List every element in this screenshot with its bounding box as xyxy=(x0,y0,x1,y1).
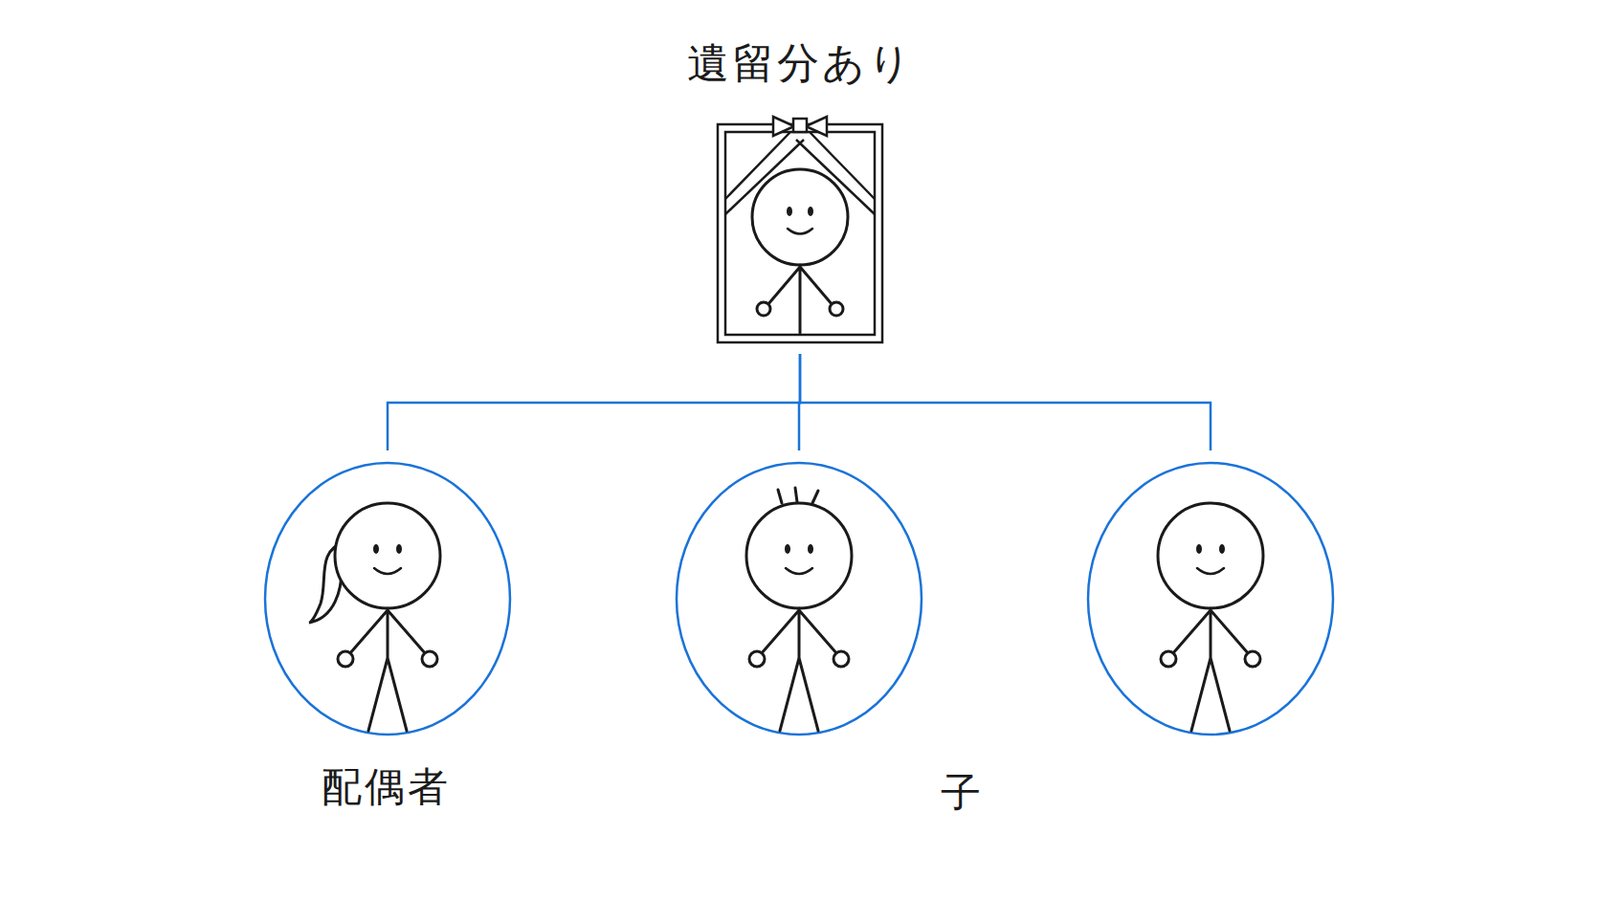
deceased-portrait: 遺留分あり xyxy=(669,28,931,343)
bow xyxy=(773,116,827,136)
stick-figure xyxy=(309,503,441,732)
hand xyxy=(422,651,438,667)
stick-figure xyxy=(746,488,852,732)
hand xyxy=(756,302,771,316)
hand xyxy=(337,651,354,667)
eye xyxy=(784,544,791,555)
eye xyxy=(396,544,402,555)
head xyxy=(746,503,852,609)
body xyxy=(1172,608,1249,732)
heir-label: 子 xyxy=(940,769,984,818)
heir-outline xyxy=(265,463,511,735)
heir-circle: 子 xyxy=(676,463,922,735)
smile xyxy=(787,228,813,235)
frame-outer xyxy=(717,124,883,343)
stick-figure xyxy=(752,169,848,334)
heading-label: 遺留分あり xyxy=(687,38,914,89)
eye xyxy=(1196,544,1202,555)
heir-label: 配偶者 xyxy=(321,763,451,812)
memorial-portrait xyxy=(717,116,883,343)
head xyxy=(1157,503,1264,609)
body xyxy=(767,265,833,334)
family-line xyxy=(799,354,800,451)
heir-outline xyxy=(676,463,922,735)
stick-figure xyxy=(1157,503,1264,732)
heir-circle: 配偶者 xyxy=(265,463,511,735)
family-line xyxy=(387,354,800,451)
circle-shape xyxy=(265,463,511,735)
hand xyxy=(1160,651,1177,667)
body xyxy=(760,608,838,732)
hand xyxy=(1244,651,1261,667)
third-child-branch xyxy=(799,402,1334,735)
hand xyxy=(829,302,844,316)
eye xyxy=(373,544,379,555)
eye xyxy=(1219,544,1225,555)
bow-knot xyxy=(793,118,807,133)
eye xyxy=(786,206,793,217)
hand xyxy=(833,651,849,667)
hand xyxy=(749,651,765,667)
smile xyxy=(785,568,813,575)
eye xyxy=(807,206,814,217)
head xyxy=(334,503,441,609)
smile xyxy=(1197,568,1224,575)
head xyxy=(752,169,848,266)
eye xyxy=(807,544,814,555)
circle-shape xyxy=(676,463,922,735)
smile xyxy=(374,568,401,575)
body xyxy=(349,608,426,732)
frame-inner xyxy=(725,132,875,335)
branch-line xyxy=(799,402,1211,451)
stick-figure xyxy=(1157,503,1264,732)
hair xyxy=(777,488,819,504)
child-circle xyxy=(1088,463,1334,735)
